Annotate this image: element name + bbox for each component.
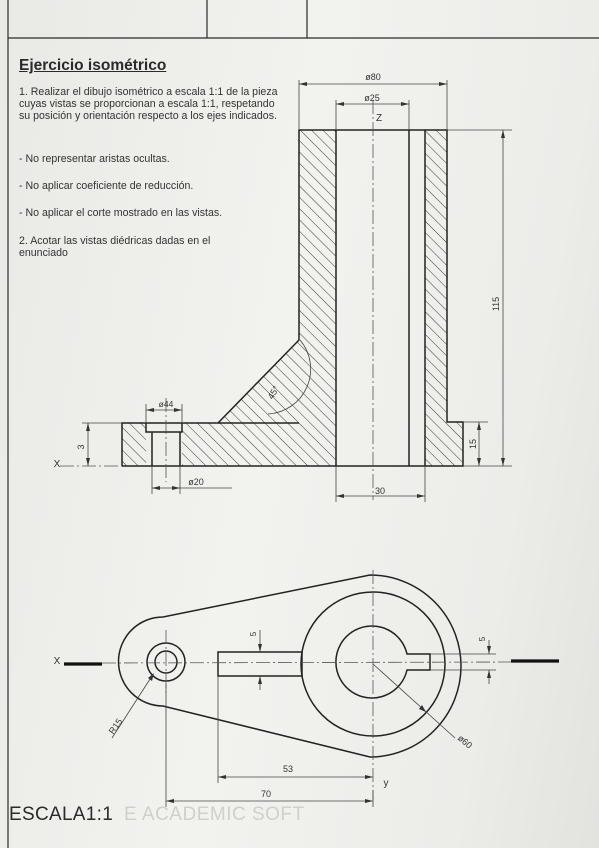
sheet-frame [7, 0, 599, 848]
instruction-2: - No representar aristas ocultas. [19, 153, 170, 165]
front-centerlines [60, 100, 374, 500]
dim-base-height: 15 [468, 439, 478, 449]
axis-x-label-top: X [54, 656, 61, 667]
top-view: X y R15 ø60 5 5 53 70 [54, 570, 559, 807]
top-dimension-lines [111, 630, 496, 807]
dim-outer-diameter: ø80 [365, 72, 381, 82]
axis-y-label-top: y [384, 778, 389, 789]
dim-inner-diameter: ø25 [364, 93, 380, 103]
scale-label: ESCALA1:1 [9, 804, 114, 825]
dim-counterbore-depth: 3 [76, 444, 86, 449]
dim-outer-circle: ø60 [456, 733, 474, 751]
instruction-4: - No aplicar el corte mostrado en las vi… [19, 207, 223, 219]
front-arrowheads [86, 82, 505, 498]
front-dimension-texts: ø80 ø25 Z 115 15 3 ø44 ø20 30 45° X [54, 72, 501, 496]
section-hatch [122, 130, 463, 466]
dim-height: 115 [491, 297, 501, 311]
front-view: ø80 ø25 Z 115 15 3 ø44 ø20 30 45° X [54, 72, 512, 502]
top-centerlines [101, 570, 512, 800]
dim-keyway: 5 [478, 636, 487, 641]
dim-counterbore-diameter: ø44 [159, 399, 174, 409]
watermark: E ACADEMIC SOFT [124, 804, 305, 825]
dim-bore-width: 30 [375, 486, 385, 496]
dim-53: 53 [283, 764, 293, 774]
dim-70: 70 [261, 789, 271, 799]
top-axis-marks [64, 659, 559, 666]
exercise-title: Ejercicio isométrico [19, 57, 167, 74]
top-outline [117, 574, 462, 758]
instruction-5: 2. Acotar las vistas diédricas dadas en … [19, 235, 211, 259]
dim-small-radius: R15 [107, 717, 125, 736]
axis-x-label-front: X [54, 459, 61, 470]
axis-z-label: Z [376, 113, 382, 124]
dim-hole-diameter: ø20 [188, 477, 204, 487]
instruction-1: 1. Realizar el dibujo isométrico a escal… [19, 86, 278, 122]
dim-slot-width: 5 [249, 631, 258, 636]
top-arrowheads [148, 644, 491, 803]
instruction-3: - No aplicar coeficiente de reducción. [19, 180, 194, 192]
